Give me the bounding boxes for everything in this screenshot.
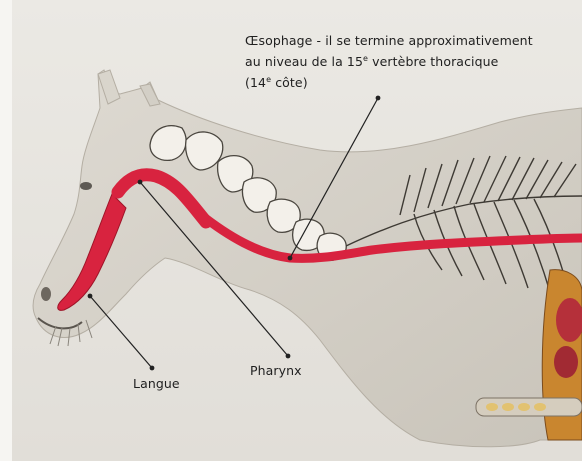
oesophagus-label-line-3: (14e côte): [245, 72, 581, 93]
oesophagus-anchor-dot: [288, 256, 293, 261]
pharynx-anchor-dot: [138, 180, 143, 185]
sternum: [476, 398, 582, 416]
tongue-label: Langue: [133, 376, 180, 391]
horse-nostril: [41, 287, 51, 301]
oesophagus-label-dot: [376, 96, 381, 101]
pharynx-label-dot: [286, 354, 291, 359]
horse-eye: [80, 182, 92, 190]
oesophagus-label: Œsophage - il se termine approximativeme…: [245, 30, 581, 93]
page-edge: [0, 0, 12, 461]
organ-intestine: [554, 346, 578, 378]
tongue-label-dot: [150, 366, 155, 371]
pharynx-label: Pharynx: [250, 363, 302, 378]
oesophagus-label-line-2: au niveau de la 15e vertèbre thoracique: [245, 51, 581, 72]
oesophagus-label-line-1: Œsophage - il se termine approximativeme…: [245, 30, 581, 51]
tongue-anchor-dot: [88, 294, 93, 299]
